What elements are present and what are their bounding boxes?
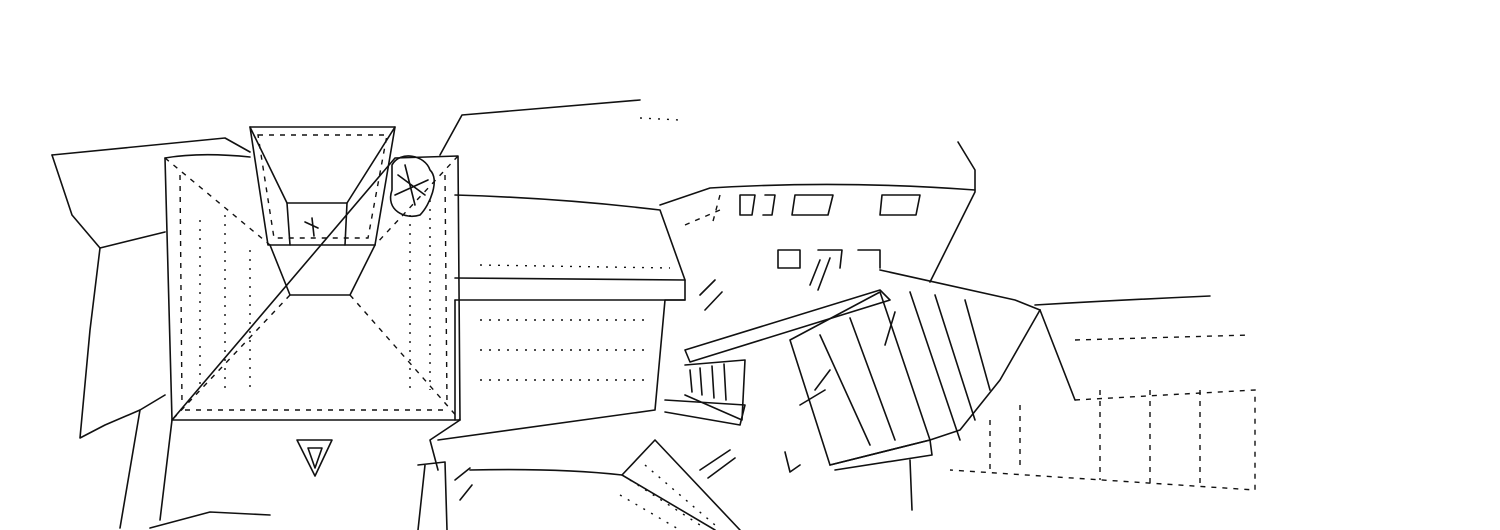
foreground-buildings bbox=[296, 439, 741, 530]
lantern-skylight bbox=[249, 126, 396, 246]
dashed-terraces bbox=[949, 295, 1256, 491]
hipped-roof-main bbox=[159, 153, 461, 521]
right-roof bbox=[437, 99, 686, 441]
left-background-buildings bbox=[51, 137, 271, 529]
far-building bbox=[659, 141, 976, 283]
courtyard-and-stairs bbox=[664, 257, 1041, 511]
tree bbox=[389, 155, 435, 217]
